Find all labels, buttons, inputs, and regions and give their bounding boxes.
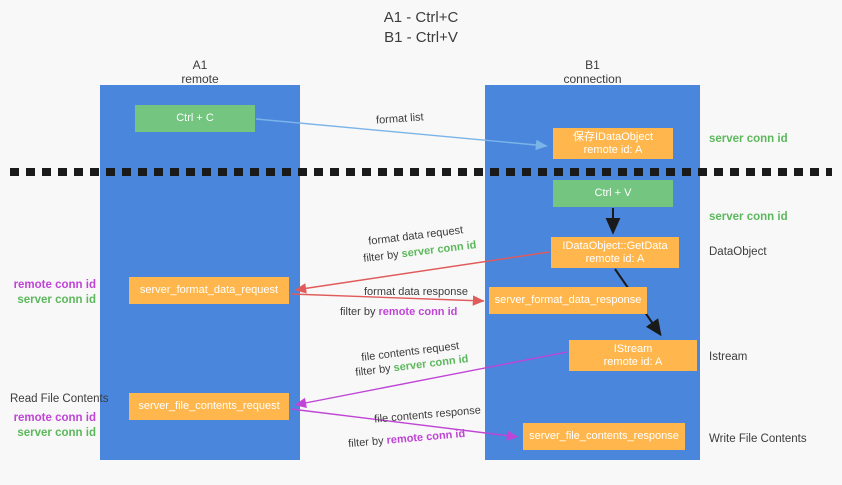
column-header-b1: B1 connection (485, 58, 700, 86)
label-istream: Istream (709, 351, 748, 363)
label-remote-conn-id-bottom: remote conn id (13, 412, 96, 424)
box-istream-title: IStream (613, 342, 653, 355)
box-ctrl-v-label: Ctrl + V (594, 187, 632, 199)
label-dataobject: DataObject (709, 246, 767, 258)
title-line-2: B1 - Ctrl+V (384, 29, 458, 46)
label-server-conn-id-top: server conn id (709, 133, 788, 145)
filter-prefix-fc-resp: filter by (347, 434, 388, 451)
label-server-conn-id-left-top: server conn id (17, 294, 96, 306)
column-header-a1: A1 remote (100, 58, 300, 86)
arrow-label-file-contents-response-filter: filter by remote conn id (348, 427, 466, 451)
box-getdata-subtitle: remote id: A (585, 252, 645, 265)
label-group-conn-ids-bottom: remote conn id server conn id (10, 411, 96, 441)
box-ctrl-c[interactable]: Ctrl + C (135, 105, 255, 132)
filter-key-fc-resp: remote conn id (386, 427, 466, 447)
box-istream[interactable]: IStream remote id: A (569, 340, 697, 371)
box-file-response-label: server_file_contents_response (529, 430, 679, 442)
column-a1-name: A1 (192, 58, 208, 72)
diagram-title: A1 - Ctrl+C B1 - Ctrl+V (0, 8, 842, 48)
box-file-request-label: server_file_contents_request (138, 400, 280, 412)
filter-prefix-fdata-resp: filter by (340, 306, 379, 318)
column-b1-name: B1 (585, 58, 600, 72)
column-a1-subtitle: remote (181, 72, 219, 86)
box-getdata-title: IDataObject::GetData (562, 239, 668, 252)
label-server-conn-id-second: server conn id (709, 211, 788, 223)
column-b1-subtitle: connection (563, 72, 622, 86)
box-server-file-contents-response[interactable]: server_file_contents_response (523, 423, 685, 450)
box-server-format-data-response[interactable]: server_format_data_response (489, 287, 647, 314)
box-ctrl-c-label: Ctrl + C (176, 112, 214, 124)
filter-key-fdata-resp: remote conn id (378, 306, 458, 318)
box-server-format-data-request[interactable]: server_format_data_request (129, 277, 289, 304)
label-read-file-contents: Read File Contents (10, 393, 109, 405)
box-server-file-contents-request[interactable]: server_file_contents_request (129, 393, 289, 420)
arrow-label-format-list: format list (375, 111, 425, 127)
label-write-file-contents: Write File Contents (709, 433, 807, 445)
box-istream-subtitle: remote id: A (603, 355, 663, 368)
label-remote-conn-id-top: remote conn id (13, 279, 96, 291)
box-save-idataobject-title: 保存IDataObject (572, 130, 654, 143)
label-server-conn-id-left-bottom: server conn id (17, 427, 96, 439)
box-format-request-label: server_format_data_request (139, 284, 279, 296)
filter-prefix-fdata-req: filter by (362, 248, 403, 265)
arrow-label-format-data-response-filter: filter by remote conn id (340, 305, 457, 319)
title-line-1: A1 - Ctrl+C (383, 9, 459, 26)
label-group-conn-ids-top: remote conn id server conn id (10, 278, 96, 308)
box-save-idataobject-subtitle: remote id: A (583, 143, 643, 156)
arrow-label-format-data-response: format data response (364, 286, 468, 298)
dashed-separator-line (10, 168, 832, 176)
box-save-idataobject[interactable]: 保存IDataObject remote id: A (553, 128, 673, 159)
filter-prefix-fc-req: filter by (354, 362, 395, 379)
box-ctrl-v[interactable]: Ctrl + V (553, 180, 673, 207)
box-format-response-label: server_format_data_response (494, 294, 642, 306)
arrow-label-file-contents-response: file contents response (373, 404, 482, 426)
box-idataobject-getdata[interactable]: IDataObject::GetData remote id: A (551, 237, 679, 268)
